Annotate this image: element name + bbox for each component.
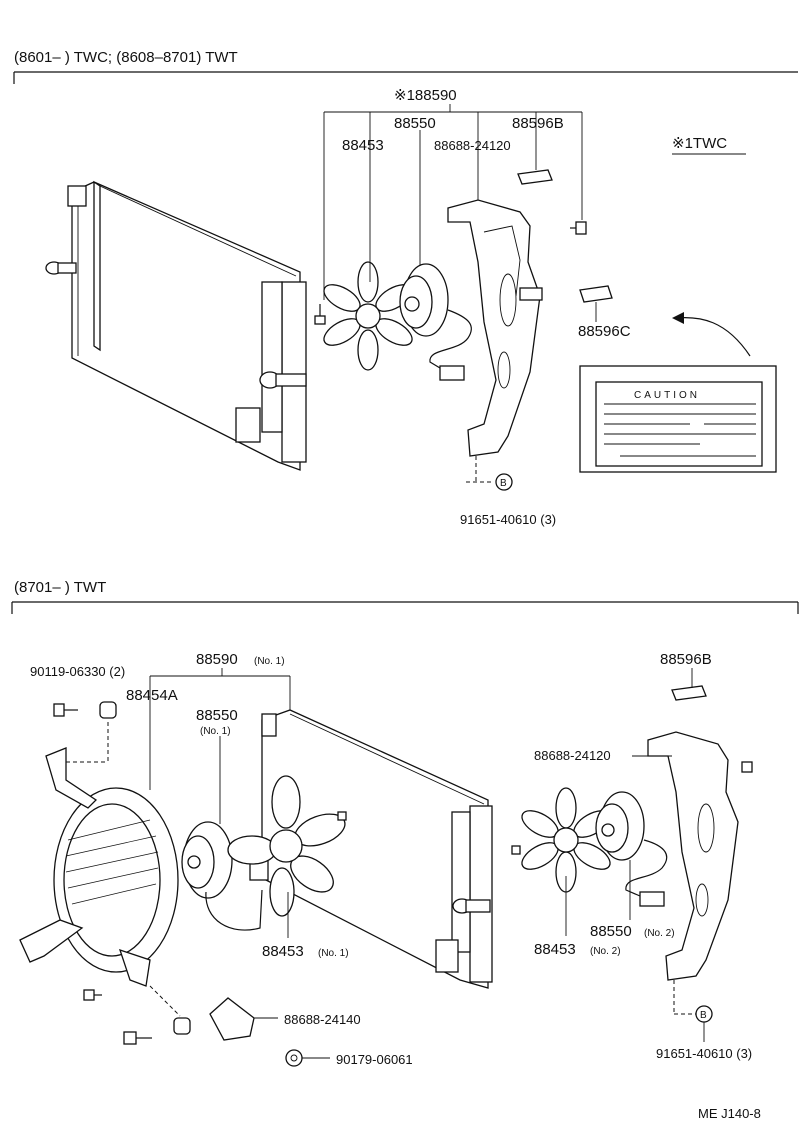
fan-blade-icon: [227, 775, 346, 917]
label-88454A: 88454A: [126, 687, 178, 704]
bolt-icon: [314, 304, 326, 325]
label-88550-no1: 88550: [196, 707, 238, 724]
radiator-icon: [45, 180, 307, 471]
label-88688-24140: 88688-24140: [284, 1012, 361, 1027]
label-plate-88596B: [517, 169, 553, 185]
page-code: ME J140-8: [698, 1106, 761, 1121]
top-section: (8601– ) TWC; (8608–8701) TWT: [13, 49, 798, 527]
label-88590-bottom: 88590: [196, 651, 238, 668]
twc-note: ※1TWC: [672, 135, 727, 152]
bottom-section-heading: (8701– ) TWT: [14, 579, 106, 596]
fan-motor-icon: [399, 263, 472, 381]
bolt-icon: [83, 989, 102, 1001]
label-90119-06330: 90119-06330 (2): [30, 664, 125, 679]
label-91651-bottom: 91651-40610 (3): [656, 1046, 752, 1061]
label-88453-top: 88453: [342, 137, 384, 154]
label-88550-top: 88550: [394, 115, 436, 132]
grommet-icon: [173, 1017, 191, 1035]
bolt-icon: [337, 811, 347, 821]
label-88590-top: ※188590: [394, 87, 457, 104]
bracket-88688-24140: [209, 997, 255, 1041]
label-88688-24120-bottom: 88688-24120: [534, 748, 611, 763]
top-leader-lines: [323, 104, 751, 483]
bolt-icon: [741, 761, 753, 773]
fan-motor-icon: [595, 791, 668, 907]
fan-motor-icon: [181, 821, 269, 931]
svg-text:B: B: [500, 478, 507, 489]
label-plate-88596C: [579, 285, 613, 303]
circle-b-top: [495, 473, 513, 491]
caution-label-icon: CAUTION: [579, 365, 777, 473]
nut-icon: [285, 1049, 303, 1067]
fan-shroud-bracket-icon: [19, 747, 179, 987]
bolt-icon: [570, 221, 587, 235]
svg-text:(No. 1): (No. 1): [254, 656, 285, 667]
svg-text:(No. 2): (No. 2): [590, 946, 621, 957]
top-section-heading: (8601– ) TWC; (8608–8701) TWT: [14, 49, 238, 66]
fan-shroud-bracket-icon: [647, 685, 739, 981]
bolt-icon: [511, 845, 521, 855]
fan-blade-icon: [323, 261, 413, 371]
bottom-section: (8701– ) TWT: [11, 579, 799, 1067]
fan-shroud-bracket-icon: [447, 199, 543, 457]
svg-text:(No. 1): (No. 1): [200, 726, 231, 737]
circle-b-bottom: [695, 1005, 713, 1023]
label-90179-06061: 90179-06061: [336, 1052, 413, 1067]
bolt-icon: [123, 1031, 152, 1045]
label-88453-no2: 88453: [534, 941, 576, 958]
grommet-icon: [99, 701, 117, 719]
label-88596B-bottom: 88596B: [660, 651, 712, 668]
bolt-icon: [53, 703, 78, 717]
radiator-icon: [261, 709, 493, 989]
caution-label-text: CAUTION: [634, 390, 700, 401]
label-91651-top: 91651-40610 (3): [460, 512, 556, 527]
label-88596B-top: 88596B: [512, 115, 564, 132]
svg-text:(No. 2): (No. 2): [644, 928, 675, 939]
label-88453-no1: 88453: [262, 943, 304, 960]
label-88550-no2: 88550: [590, 923, 632, 940]
svg-text:(No. 1): (No. 1): [318, 948, 349, 959]
label-88596C: 88596C: [578, 323, 631, 340]
fan-blade-icon: [521, 787, 611, 893]
bottom-leader-lines: [66, 668, 705, 1059]
label-88688-24120-top: 88688-24120: [434, 138, 511, 153]
svg-text:B: B: [700, 1010, 707, 1021]
